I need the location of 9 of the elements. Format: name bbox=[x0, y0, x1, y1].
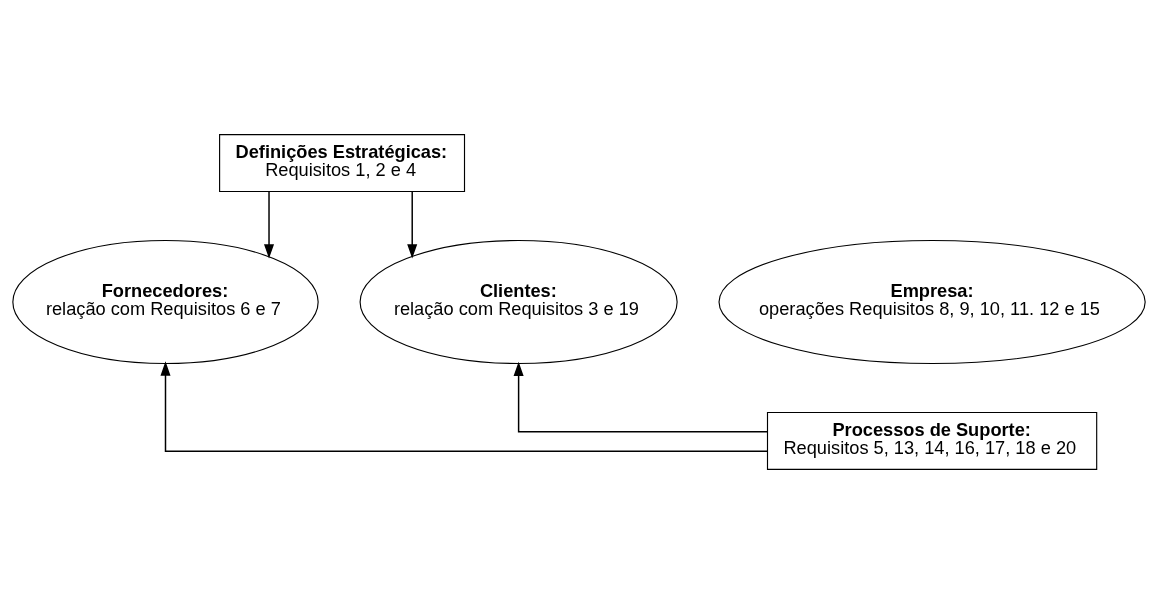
node-ellipse: Clientes: relação com Requisitos 3 e 19 bbox=[359, 239, 678, 365]
node-ellipse: Fornecedores: relação com Requisitos 6 e 7 bbox=[12, 239, 319, 365]
arrow bbox=[407, 191, 418, 259]
arrow bbox=[264, 191, 275, 259]
arrow bbox=[160, 361, 768, 452]
node-box: Processos de Suporte: Requisitos 5, 13, 14, 16, 17, 18 e 20 bbox=[766, 411, 1098, 470]
node-ellipse: Empresa: operações Requisitos 8, 9, 10, 11. 12 e 15 bbox=[718, 239, 1146, 365]
arrow bbox=[513, 361, 769, 433]
node-box: Definições Estratégicas: Requisitos 1, 2 e 4 bbox=[219, 134, 466, 193]
